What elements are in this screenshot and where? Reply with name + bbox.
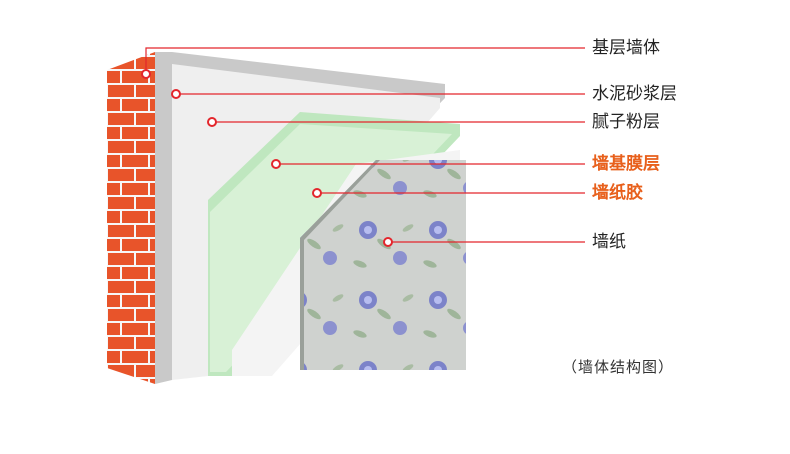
label-putty: 腻子粉层 bbox=[592, 112, 660, 132]
wallpaper-layer bbox=[300, 160, 466, 370]
label-base-wall: 基层墙体 bbox=[592, 38, 660, 58]
dot-glue bbox=[312, 188, 322, 198]
leader-base-wall bbox=[145, 47, 585, 74]
label-wallpaper-glue: 墙纸胶 bbox=[592, 183, 643, 203]
dot-base-wall bbox=[141, 69, 151, 79]
label-base-film: 墙基膜层 bbox=[592, 154, 660, 174]
label-cement-mortar: 水泥砂浆层 bbox=[592, 84, 677, 104]
diagram-caption: （墙体结构图） bbox=[562, 358, 675, 376]
dot-putty bbox=[207, 117, 217, 127]
dot-wallpaper bbox=[383, 237, 393, 247]
label-wallpaper: 墙纸 bbox=[592, 232, 626, 252]
dot-cement bbox=[171, 89, 181, 99]
dot-base-film bbox=[271, 159, 281, 169]
brick-wall-face bbox=[107, 52, 155, 384]
